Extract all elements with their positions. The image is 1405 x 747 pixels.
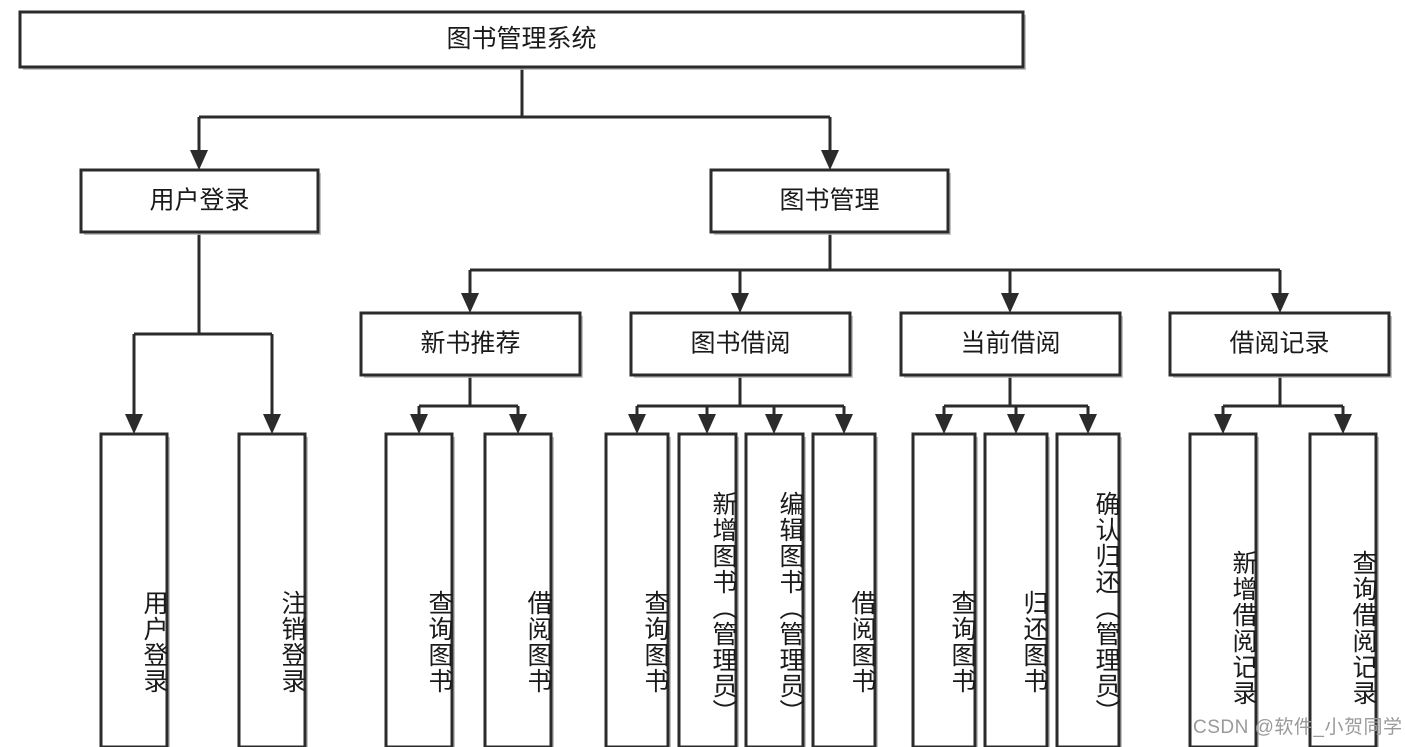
- arrow-head-icon: [628, 414, 646, 434]
- node-box[interactable]: [483, 432, 553, 747]
- node-box[interactable]: [911, 432, 977, 747]
- node-box[interactable]: [604, 432, 670, 747]
- node-leaf-0[interactable]: [99, 432, 170, 747]
- node-leaf-11[interactable]: [1188, 432, 1259, 747]
- node-box[interactable]: [983, 432, 1049, 747]
- node-box[interactable]: [629, 311, 852, 377]
- arrow-head-icon: [765, 414, 783, 434]
- node-label: 用户登录: [149, 187, 249, 215]
- node-leaf-6[interactable]: [744, 432, 806, 747]
- arrow-head-icon: [125, 414, 143, 434]
- node-box[interactable]: [1168, 311, 1391, 377]
- connector-level2_bookmgmt_to_level3: [461, 232, 1289, 313]
- arrow-head-icon: [835, 414, 853, 434]
- arrow-head-icon: [698, 414, 716, 434]
- node-box[interactable]: [709, 168, 950, 234]
- node-box[interactable]: [1188, 432, 1258, 747]
- arrow-head-icon: [821, 150, 839, 170]
- node-leaf-9[interactable]: [983, 432, 1050, 747]
- connector-newbook_to_leaves: [410, 375, 527, 434]
- node-leaf-12[interactable]: [1308, 432, 1379, 747]
- arrow-head-icon: [1001, 293, 1019, 313]
- node-level3-0[interactable]: [359, 311, 583, 378]
- node-label: 图书管理系统: [446, 25, 596, 53]
- arrow-head-icon: [190, 150, 208, 170]
- node-leaf-1[interactable]: [237, 432, 308, 747]
- node-box[interactable]: [811, 432, 877, 747]
- arrow-head-icon: [461, 293, 479, 313]
- node-leaf-2[interactable]: [384, 432, 455, 747]
- connector-level2_userlogin_to_leaves: [125, 232, 281, 434]
- node-box[interactable]: [99, 432, 169, 747]
- node-box[interactable]: [237, 432, 307, 747]
- arrow-head-icon: [263, 414, 281, 434]
- node-leaf-10[interactable]: [1055, 432, 1122, 747]
- arrow-head-icon: [509, 414, 527, 434]
- node-box[interactable]: [1055, 432, 1121, 747]
- node-label: 新书推荐: [420, 330, 520, 358]
- node-label: 借阅记录: [1229, 330, 1329, 358]
- node-box[interactable]: [18, 10, 1025, 69]
- node-level3-2[interactable]: [899, 311, 1123, 378]
- node-box[interactable]: [677, 432, 738, 747]
- node-leaf-3[interactable]: [483, 432, 554, 747]
- arrow-head-icon: [935, 414, 953, 434]
- arrow-head-icon: [410, 414, 428, 434]
- arrow-head-icon: [1079, 414, 1097, 434]
- connector-root_to_level2: [190, 67, 839, 170]
- connector-record_to_leaves: [1214, 375, 1352, 434]
- node-leaf-5[interactable]: [677, 432, 739, 747]
- arrow-head-icon: [1334, 414, 1352, 434]
- connectors-layer: [125, 67, 1352, 434]
- node-boxes-layer: [18, 10, 1392, 747]
- node-box[interactable]: [79, 168, 320, 234]
- node-box[interactable]: [899, 311, 1122, 377]
- node-level3-3[interactable]: [1168, 311, 1392, 378]
- arrow-head-icon: [1271, 293, 1289, 313]
- node-box[interactable]: [744, 432, 805, 747]
- arrow-head-icon: [1214, 414, 1232, 434]
- node-leaf-4[interactable]: [604, 432, 671, 747]
- node-level2-1[interactable]: [709, 168, 951, 235]
- csdn-watermark: CSDN @软件_小贺同学: [1193, 717, 1403, 738]
- node-leaf-8[interactable]: [911, 432, 978, 747]
- node-label: 图书借阅: [690, 330, 790, 358]
- node-label: 图书管理: [779, 187, 879, 215]
- node-root[interactable]: [18, 10, 1026, 70]
- node-level3-1[interactable]: [629, 311, 853, 378]
- node-box[interactable]: [1308, 432, 1378, 747]
- connector-current_to_leaves: [935, 375, 1097, 434]
- node-level2-0[interactable]: [79, 168, 321, 235]
- node-leaf-7[interactable]: [811, 432, 878, 747]
- arrow-head-icon: [731, 293, 749, 313]
- node-label: 当前借阅: [960, 330, 1060, 358]
- node-box[interactable]: [359, 311, 582, 377]
- connector-borrow_to_leaves: [628, 375, 853, 434]
- arrow-head-icon: [1007, 414, 1025, 434]
- node-box[interactable]: [384, 432, 454, 747]
